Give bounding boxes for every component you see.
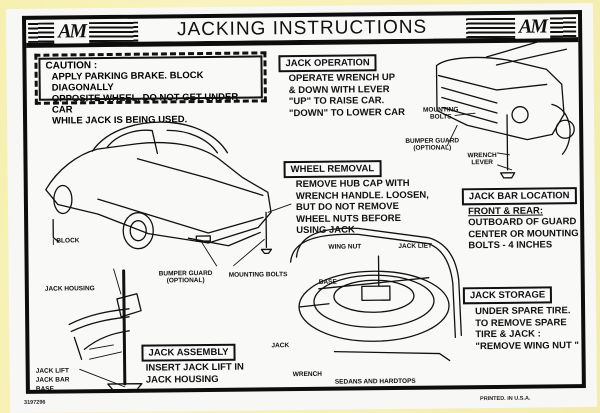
label-mounting-bolts-front: MOUNTING BOLTS bbox=[422, 106, 459, 121]
label-bumper-guard-front: BUMPER GUARD (OPTIONAL) bbox=[405, 137, 460, 152]
page-title: JACKING INSTRUCTIONS bbox=[170, 16, 434, 41]
wheel-removal-heading: WHEEL REMOVAL bbox=[283, 160, 382, 179]
wheel-removal-text: REMOVE HUB CAP WITH WRENCH HANDLE. LOOSE… bbox=[295, 177, 429, 237]
jack-bar-location-heading: JACK BAR LOCATION bbox=[461, 187, 577, 206]
label-mounting-bolts-rear: MOUNTING BOLTS bbox=[228, 271, 288, 279]
label-wrench-trunk: WRENCH bbox=[292, 370, 323, 379]
printed-in-usa: PRINTED. IN U.S.A. bbox=[479, 395, 531, 403]
label-wing-nut: WING NUT bbox=[328, 243, 362, 251]
label-jack-bar: JACK BAR bbox=[35, 376, 70, 384]
label-jack-housing: JACK HOUSING bbox=[44, 285, 95, 293]
label-jack-lift: JACK LIFT bbox=[35, 367, 69, 375]
label-base-trunk: BASE bbox=[318, 278, 337, 286]
jack-operation-heading: JACK OPERATION bbox=[278, 54, 377, 73]
decal-sheet: AM AM JACKING INSTRUCTIONS CAUTION : APP… bbox=[5, 2, 598, 413]
label-block: BLOCK bbox=[56, 237, 80, 245]
part-number: 3197296 bbox=[23, 399, 46, 406]
illustrations bbox=[45, 38, 575, 390]
trunk-spare-tire-illustration bbox=[289, 227, 462, 362]
jack-storage-heading: JACK STORAGE bbox=[462, 286, 553, 305]
jack-operation-text: OPERATE WRENCH UP & DOWN WITH LEVER "UP"… bbox=[288, 72, 406, 119]
label-wrench-lever: WRENCH LEVER bbox=[467, 151, 497, 167]
callout-leaders bbox=[52, 112, 513, 388]
decal-frame: AM AM JACKING INSTRUCTIONS CAUTION : APP… bbox=[21, 10, 586, 394]
label-base-assembly: BASE bbox=[35, 385, 54, 393]
jack-assembly-heading: JACK ASSEMBLY bbox=[141, 343, 236, 362]
jack-bar-location-text: OUTBOARD OF GUARD CENTER OR MOUNTING BOL… bbox=[468, 216, 579, 252]
jack-assembly-text: INSERT JACK LIFT IN JACK HOUSING bbox=[145, 361, 244, 386]
car-rear-illustration bbox=[45, 121, 273, 255]
label-jack-liet: JACK LIET bbox=[398, 242, 433, 250]
label-bumper-guard-rear: BUMPER GUARD (OPTIONAL) bbox=[158, 269, 213, 285]
jack-storage-text: UNDER SPARE TIRE. TO REMOVE SPARE TIRE &… bbox=[475, 305, 579, 352]
label-jack-trunk: JACK bbox=[271, 342, 290, 350]
label-sedans-hardtops: SEDANS AND HARDTOPS bbox=[334, 377, 416, 386]
car-front-illustration bbox=[435, 38, 575, 179]
jack-assembly-illustration bbox=[68, 269, 143, 390]
